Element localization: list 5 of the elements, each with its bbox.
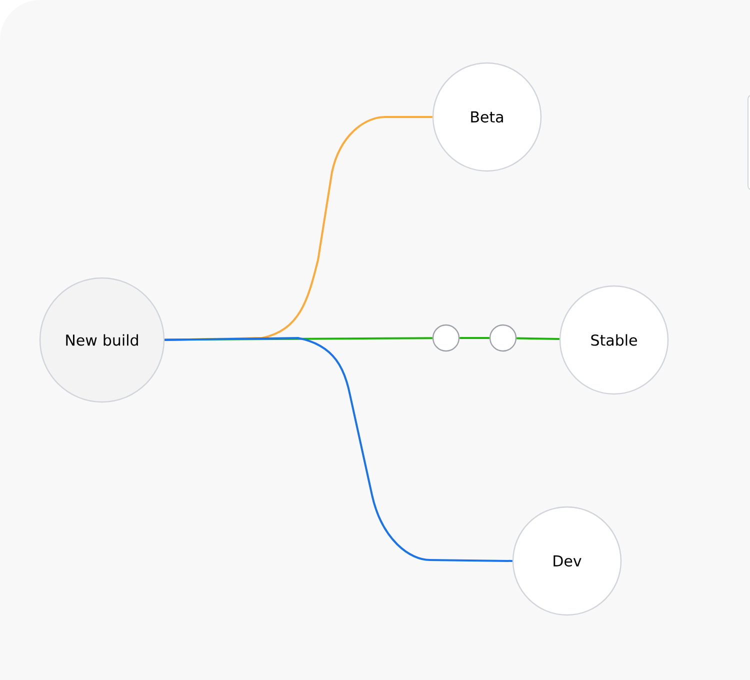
stop-circle [489, 324, 517, 352]
stop-circle [432, 324, 460, 352]
branch-line [460, 337, 490, 339]
branch-line [516, 337, 560, 340]
branch-line [164, 337, 512, 562]
